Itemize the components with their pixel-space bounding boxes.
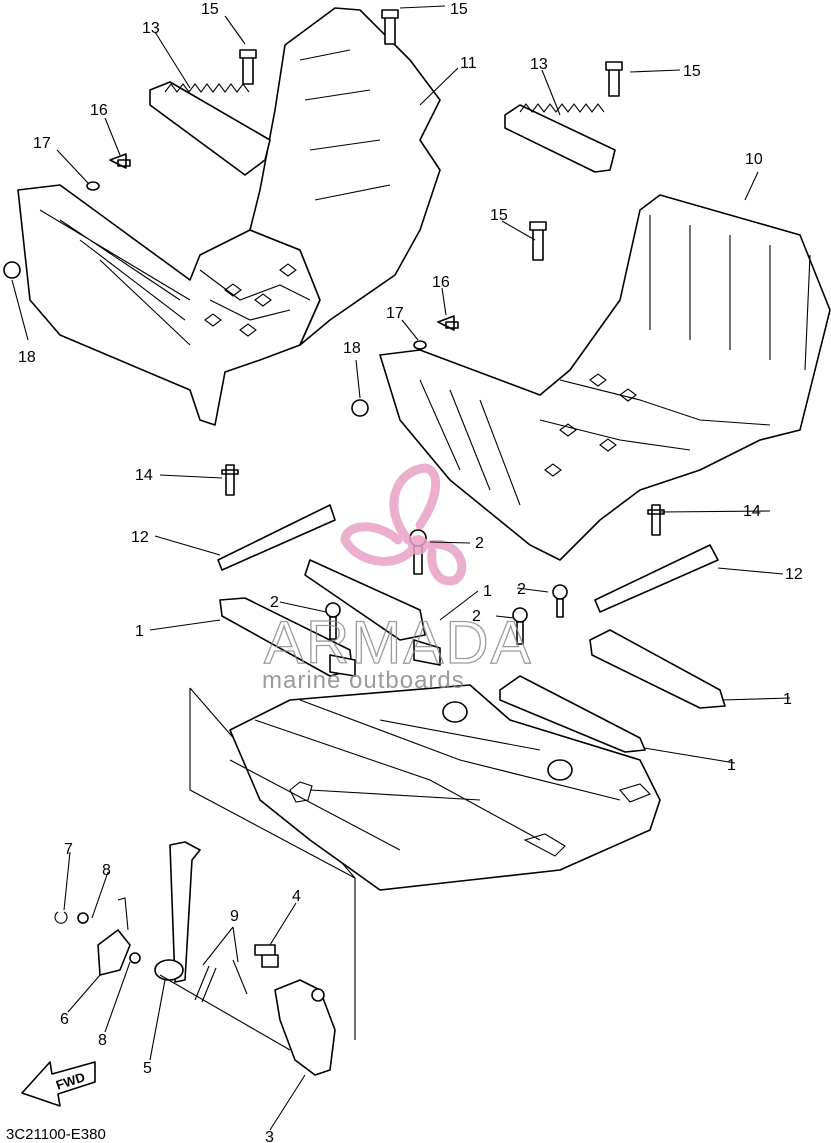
leader-lines bbox=[11, 5, 791, 1131]
watermark: ARMADA marine outboards bbox=[262, 463, 533, 694]
callout-15: 15 bbox=[683, 63, 701, 80]
callout-15: 15 bbox=[490, 207, 508, 224]
bracket-part-12 bbox=[217, 504, 719, 613]
callout-11: 11 bbox=[460, 55, 477, 72]
callout-8: 8 bbox=[102, 862, 111, 879]
callout-12: 12 bbox=[785, 566, 803, 583]
callout-10: 10 bbox=[745, 151, 763, 168]
callout-16: 16 bbox=[432, 274, 450, 291]
right-footrest-part-10 bbox=[379, 194, 831, 561]
watermark-brand: ARMADA bbox=[264, 609, 533, 676]
bolt-part-16 bbox=[109, 153, 459, 331]
callout-4: 4 bbox=[292, 888, 301, 905]
fwd-arrow-icon: FWD bbox=[21, 1061, 96, 1107]
bolt-part-15 bbox=[239, 9, 623, 261]
callout-13: 13 bbox=[530, 56, 548, 73]
callout-6: 6 bbox=[60, 1011, 69, 1028]
callout-labels: 15 15 11 13 13 15 16 17 10 18 15 16 17 1… bbox=[18, 1, 803, 1143]
callout-9: 9 bbox=[230, 908, 239, 925]
frame bbox=[189, 684, 661, 1040]
propeller-logo-icon bbox=[340, 463, 467, 586]
callout-15: 15 bbox=[450, 1, 468, 18]
step-plate-part-13-right bbox=[504, 103, 616, 173]
callout-2: 2 bbox=[472, 608, 481, 625]
callout-1: 1 bbox=[483, 583, 492, 600]
callout-15: 15 bbox=[201, 1, 219, 18]
callout-14: 14 bbox=[135, 467, 153, 484]
watermark-tagline: marine outboards bbox=[262, 667, 465, 694]
rivet-part-14 bbox=[221, 464, 665, 536]
callout-14: 14 bbox=[743, 503, 761, 520]
callout-2: 2 bbox=[270, 594, 279, 611]
brake-pedal-assembly bbox=[54, 841, 336, 1076]
nut-part-18 bbox=[3, 261, 369, 417]
callout-3: 3 bbox=[265, 1129, 274, 1143]
callout-18: 18 bbox=[18, 349, 36, 366]
callout-2: 2 bbox=[517, 581, 526, 598]
left-footrest-part-11 bbox=[17, 7, 441, 426]
washer-part-17 bbox=[86, 181, 427, 350]
callout-1: 1 bbox=[727, 757, 736, 774]
step-plate-part-13-left bbox=[149, 81, 271, 176]
callout-7: 7 bbox=[64, 841, 73, 858]
callout-17: 17 bbox=[33, 135, 51, 152]
callout-16: 16 bbox=[90, 102, 108, 119]
callout-17: 17 bbox=[386, 305, 404, 322]
diagram-code: 3C21100-E380 bbox=[6, 1126, 106, 1143]
callout-8: 8 bbox=[98, 1032, 107, 1049]
callout-1: 1 bbox=[783, 691, 792, 708]
callout-13: 13 bbox=[142, 20, 160, 37]
callout-2: 2 bbox=[475, 535, 484, 552]
callout-12: 12 bbox=[131, 529, 149, 546]
callout-1: 1 bbox=[135, 623, 144, 640]
callout-5: 5 bbox=[143, 1060, 152, 1077]
stay-part-1 bbox=[219, 559, 726, 753]
callout-18: 18 bbox=[343, 340, 361, 357]
